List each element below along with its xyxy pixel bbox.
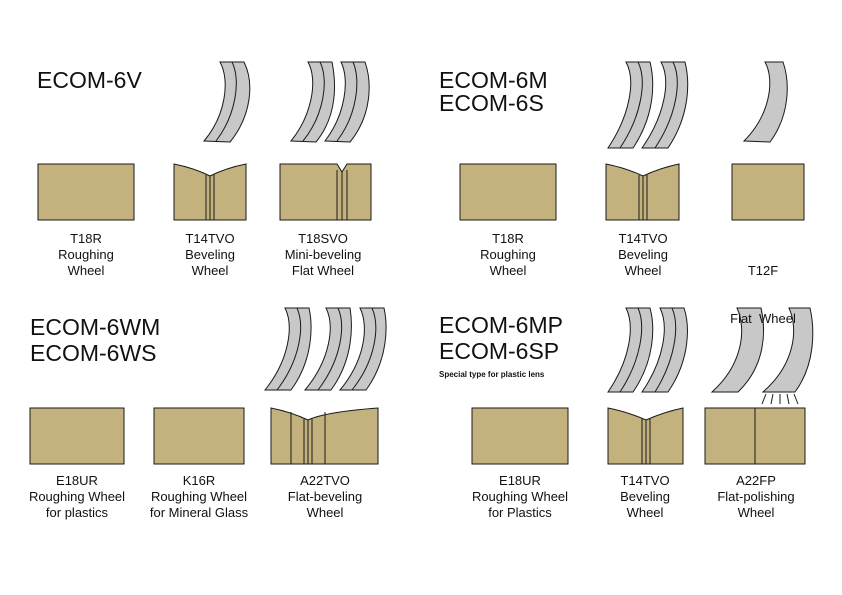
section-title-ecom-6sp: ECOM-6SP	[439, 338, 560, 364]
wheel-desc-line: Wheel	[489, 263, 527, 278]
wheel-desc-line: Wheel	[737, 505, 775, 520]
wheel-code: T12F	[747, 263, 779, 278]
wheel-t18svo	[279, 163, 372, 221]
wheel-a22fp	[704, 407, 806, 465]
wheel-e18ur	[471, 407, 569, 465]
wheel-code: T18R	[70, 231, 102, 246]
wheel-desc-line: Flat Wheel	[291, 263, 355, 278]
wheel-desc-line: for Plastics	[488, 505, 552, 520]
wheel-label: T18R Roughing Wheel	[443, 231, 573, 279]
section-title-ecom-6ws: ECOM-6WS	[30, 340, 157, 366]
wheel-desc-line: for Mineral Glass	[149, 505, 249, 520]
wheel-label: E18UR Roughing Wheel for Plastics	[455, 473, 585, 521]
wheel-code: T14TVO	[618, 231, 668, 246]
wheel-e18ur	[29, 407, 125, 465]
cutter-blade-icon	[641, 307, 688, 393]
wheel-code: T18SVO	[298, 231, 348, 246]
wheel-code: K16R	[182, 473, 216, 488]
wheel-desc-line: Wheel	[67, 263, 105, 278]
wheel-label: A22FP Flat-polishing Wheel	[691, 473, 821, 521]
section-title-ecom-6s: ECOM-6S	[439, 90, 544, 116]
wheel-t14tvo	[607, 407, 684, 465]
wheel-desc-line: Flat-beveling	[287, 489, 363, 504]
cutter-blade-icon	[761, 307, 814, 393]
wheel-t14tvo	[173, 163, 247, 221]
wheel-code: A22FP	[736, 473, 776, 488]
wheel-code: T18R	[492, 231, 524, 246]
wheel-label: T14TVO Beveling Wheel	[580, 473, 710, 521]
cutter-blade-icon	[289, 61, 335, 143]
wheel-desc-line: Roughing Wheel	[28, 489, 126, 504]
wheel-code: E18UR	[499, 473, 541, 488]
wheel-desc-line: Wheel	[191, 263, 229, 278]
wheel-code: A22TVO	[300, 473, 350, 488]
wheel-t12f	[731, 163, 805, 221]
cutter-blade-icon	[607, 307, 654, 393]
cutter-blade-icon	[202, 61, 251, 143]
wheel-desc-line: Roughing	[480, 247, 536, 262]
wheel-label: T18R Roughing Wheel	[21, 231, 151, 279]
wheel-code: T14TVO	[185, 231, 235, 246]
cutter-blade-icon	[641, 61, 689, 149]
wheel-desc-line: Mini-beveling	[284, 247, 362, 262]
cutter-blade-icon	[263, 307, 312, 391]
cutter-blade-icon	[607, 61, 654, 149]
section-title-ecom-6mp: ECOM-6MP	[439, 312, 563, 338]
wheel-desc-line: Wheel	[306, 505, 344, 520]
wheel-k16r	[153, 407, 245, 465]
wheel-label: A22TVO Flat-beveling Wheel	[260, 473, 390, 521]
wheel-t18r	[459, 163, 557, 221]
wheel-t14tvo	[605, 163, 680, 221]
wheel-desc-line: Beveling	[618, 247, 668, 262]
wheel-code: E18UR	[56, 473, 98, 488]
wheel-t18r	[37, 163, 135, 221]
wheel-label: K16R Roughing Wheel for Mineral Glass	[134, 473, 264, 521]
section-title-ecom-6wm: ECOM-6WM	[30, 314, 161, 340]
wheel-label: E18UR Roughing Wheel for plastics	[12, 473, 142, 521]
section-title-ecom-6m: ECOM-6M	[439, 67, 548, 93]
section-subtitle: Special type for plastic lens	[439, 370, 545, 379]
cutter-blade-icon	[324, 61, 370, 143]
cutter-blade-icon	[742, 61, 788, 143]
wheel-code: T14TVO	[620, 473, 670, 488]
wheel-a22tvo	[270, 407, 379, 465]
section-title-ecom-6v: ECOM-6V	[37, 67, 142, 93]
cutter-blade-icon	[338, 307, 387, 391]
wheel-desc-line: Beveling	[620, 489, 670, 504]
polish-spray-icon	[761, 393, 799, 405]
wheel-label: T14TVO Beveling Wheel	[145, 231, 275, 279]
wheel-desc-line: Roughing Wheel	[150, 489, 248, 504]
wheel-desc-line: Wheel	[626, 505, 664, 520]
wheel-label: T14TVO Beveling Wheel	[578, 231, 708, 279]
wheel-label: T18SVO Mini-beveling Flat Wheel	[258, 231, 388, 279]
cutter-blade-icon	[710, 307, 765, 393]
wheel-label: T12F Flat Wheel	[698, 231, 828, 343]
wheel-desc-line: Roughing	[58, 247, 114, 262]
wheel-desc-line: Wheel	[624, 263, 662, 278]
cutter-blade-icon	[303, 307, 352, 391]
wheel-desc-line: Beveling	[185, 247, 235, 262]
wheel-desc-line: Flat-polishing	[717, 489, 795, 504]
wheel-desc-line: for plastics	[45, 505, 109, 520]
wheel-desc-line: Flat Wheel	[730, 311, 796, 326]
wheel-desc-line: Roughing Wheel	[471, 489, 569, 504]
